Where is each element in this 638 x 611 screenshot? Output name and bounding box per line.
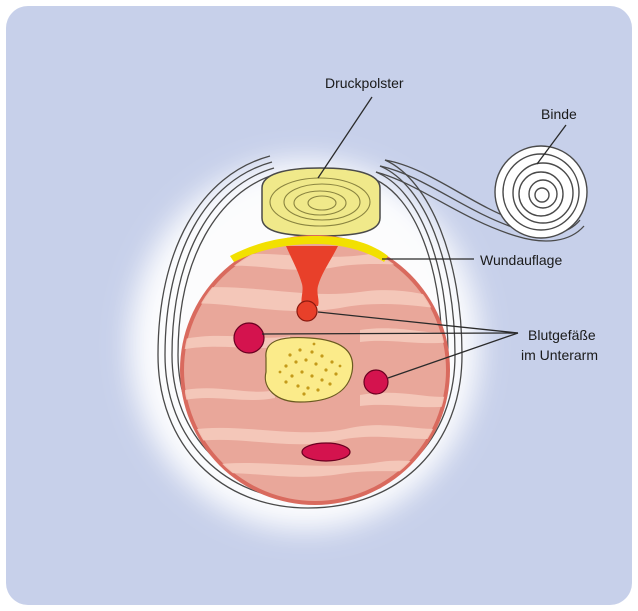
blood-vessel-bottom (302, 443, 350, 461)
blood-vessel-wound (297, 301, 317, 321)
blood-vessel-left (234, 323, 264, 353)
pressure-pad (262, 168, 380, 236)
label-blood-vessels-line1: Blutgefäße (528, 327, 596, 343)
bone (265, 338, 352, 402)
label-wound-dressing: Wundauflage (480, 252, 562, 268)
label-bandage: Binde (541, 106, 577, 122)
bandage-roll-spiral-icon (495, 146, 587, 238)
label-pressure-pad: Druckpolster (325, 75, 404, 91)
label-blood-vessels-line2: im Unterarm (521, 347, 598, 363)
blood-vessel-right (364, 370, 388, 394)
